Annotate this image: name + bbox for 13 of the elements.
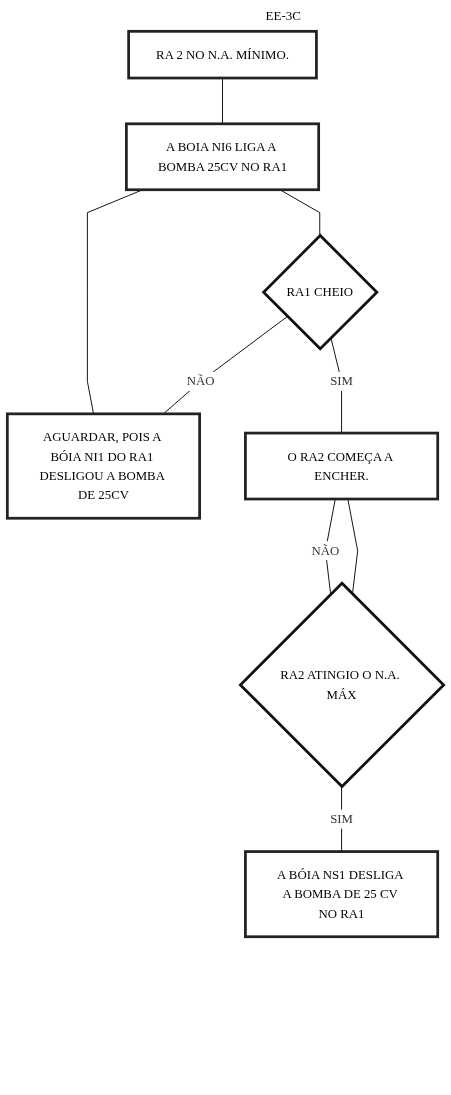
node-box: O RA2 COMEÇA A ENCHER. [244,431,440,501]
edge-label: NÃO [186,374,215,389]
node-box: A BÓIA NS1 DESLIGA A BOMBA DE 25 CV NO RA1 [244,850,440,939]
edge-label: SIM [330,374,353,389]
edge-label: NÃO [311,543,340,558]
connector [330,337,343,434]
node-diamond: RA1 CHEIO [261,233,379,351]
edge-label: SIM [330,812,353,826]
node-box: RA 2 NO N.A. MÍNIMO. [127,29,318,80]
page-code: EE-3C [264,8,301,24]
node-box: A BOIA NI6 LIGA A BOMBA 25CV NO RA1 [125,122,321,192]
node-box: AGUARDAR, POIS A BÓIA NI1 DO RA1 DESLIGOU A BOMBA DE 25CV [5,412,201,520]
node-diamond: RA2 ATINGIO O N.A. MÁX [238,581,446,789]
